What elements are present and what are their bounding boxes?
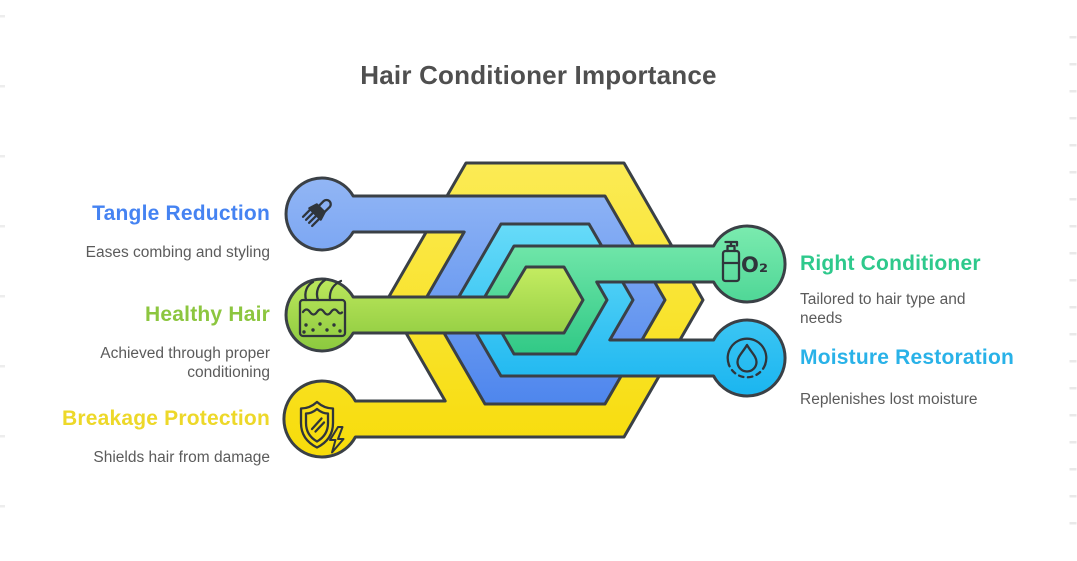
item-description-tangle-reduction: Eases combing and styling [85,244,270,261]
oxygen-label: O₂ [741,253,768,277]
edge-tick-marks-left [0,15,5,508]
item-description-right-conditioner: Tailored to hair type and needs [800,291,966,327]
item-label-moisture-restoration: Moisture Restoration [800,345,1035,371]
item-description-moisture-restoration: Replenishes lost moisture [800,391,978,408]
conditioner-bottle-icon: O₂ [721,240,768,283]
water-drop-icon [726,337,768,379]
item-heading: Right Conditioner [800,252,981,275]
brush-icon [301,198,332,228]
hexagon-center-lime-healthy-arm [284,265,585,353]
page-title: Hair Conditioner Importance [360,60,717,90]
item-label-tangle-reduction: Tangle Reduction [30,201,270,227]
item-label-right-conditioner: Right Conditioner [800,251,1035,277]
item-label-breakage-protection: Breakage Protection [30,406,270,432]
item-label-healthy-hair: Healthy Hair [30,302,270,328]
hair-follicle-icon [298,278,347,338]
item-heading: Tangle Reduction [92,202,270,225]
item-heading: Healthy Hair [145,303,270,326]
item-description-breakage-protection: Shields hair from damage [93,449,270,466]
edge-tick-marks-right [1069,36,1077,525]
shield-lightning-icon [299,400,345,454]
item-description-healthy-hair: Achieved through proper conditioning [100,345,270,381]
item-heading: Breakage Protection [61,407,270,430]
item-heading: Moisture Restoration [800,346,1015,369]
